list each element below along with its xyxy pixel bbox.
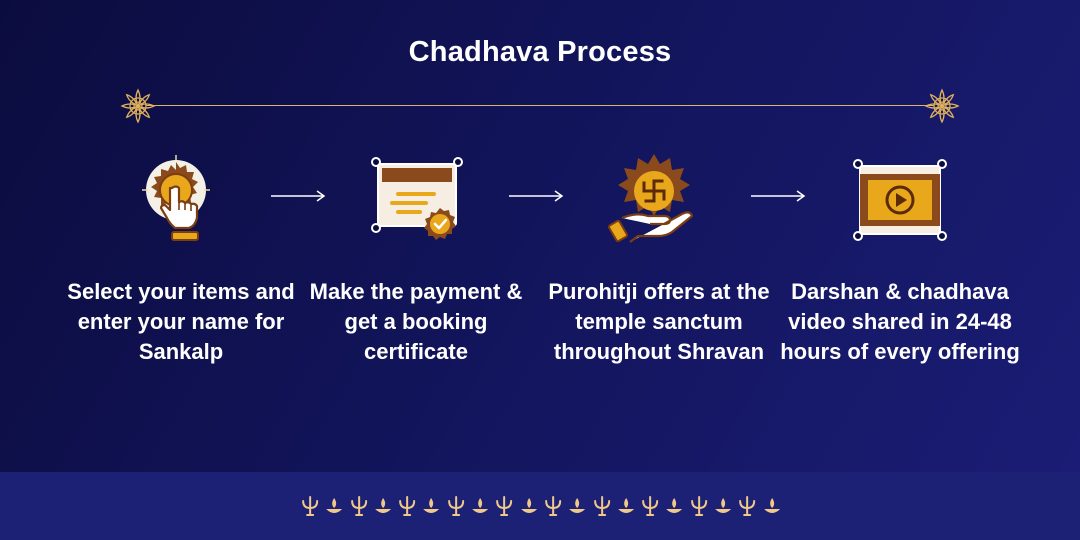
trishul-lamp-icon [739, 496, 756, 516]
trishul-lamp-icon [399, 496, 416, 516]
trishul-lamp-icon [350, 496, 367, 516]
arrow-right-icon [509, 190, 564, 202]
video-play-icon [853, 159, 947, 241]
page-title: Chadhava Process [408, 36, 672, 68]
mandala-icon [924, 88, 960, 124]
arrow-right-icon [271, 190, 326, 202]
footer-motif-row [298, 494, 784, 520]
step-1-text: Select your items and enter your name fo… [67, 279, 295, 364]
title-divider [120, 88, 960, 124]
trishul-lamp-icon [690, 496, 707, 516]
tap-hand-icon [142, 155, 210, 241]
certificate-icon [371, 157, 463, 240]
swastik-offering-icon [608, 154, 694, 243]
trishul-lamp-icon [472, 498, 489, 513]
mandala-icon [120, 88, 156, 124]
trishul-lamp-icon [326, 498, 343, 513]
trishul-lamp-icon [569, 498, 586, 513]
trishul-lamp-icon [520, 498, 537, 513]
trishul-lamp-icon [545, 496, 562, 516]
step-2-text: Make the payment & get a booking certifi… [309, 279, 523, 364]
trishul-lamp-icon [642, 496, 659, 516]
step-3-text: Purohitji offers at the temple sanctum t… [548, 279, 770, 364]
trishul-lamp-icon [763, 498, 780, 513]
footer-band [0, 472, 1080, 540]
trishul-lamp-icon [618, 498, 635, 513]
arrow-right-icon [751, 190, 806, 202]
trishul-lamp-icon [423, 498, 440, 513]
trishul-lamp-icon [593, 496, 610, 516]
trishul-lamp-icon [715, 498, 732, 513]
trishul-lamp-icon [447, 496, 464, 516]
step-4-text: Darshan & chadhava video shared in 24-48… [780, 279, 1020, 364]
trishul-lamp-icon [375, 498, 392, 513]
trishul-lamp-icon [496, 496, 513, 516]
trishul-lamp-icon [666, 498, 683, 513]
trishul-lamp-icon [302, 496, 319, 516]
